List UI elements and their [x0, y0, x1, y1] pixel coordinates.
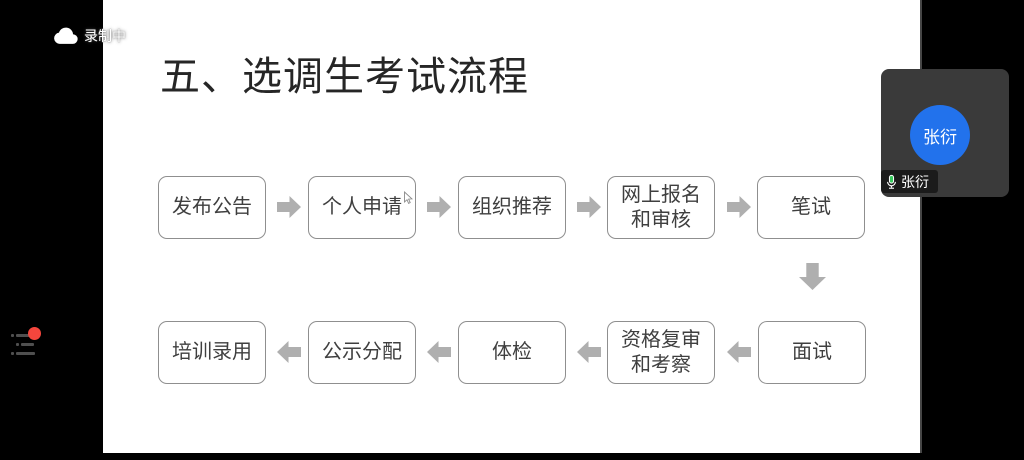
flow-step-personal-application: 个人申请: [308, 176, 416, 239]
cloud-recording-icon: [52, 27, 79, 45]
list-bullet: [11, 352, 14, 355]
arrow-right-icon: [727, 196, 751, 218]
list-line: [16, 334, 33, 337]
shared-slide: 五、选调生考试流程 发布公告 个人申请 组织推荐 网上报名 和审核 笔试: [103, 0, 922, 453]
unread-badge: [28, 327, 41, 340]
flow-step-label: 组织推荐: [472, 196, 552, 218]
mouse-cursor-icon: [403, 190, 414, 210]
slide-title: 五、选调生考试流程: [160, 55, 529, 99]
flow-step-label: 和审核: [631, 208, 691, 231]
flow-step-label: 发布公告: [172, 196, 252, 218]
arrow-down-icon: [799, 263, 826, 290]
flow-step-written-exam: 笔试: [757, 176, 865, 239]
list-line: [21, 343, 34, 346]
list-bullet: [16, 343, 19, 346]
participant-tile[interactable]: 张衍 张衍: [881, 69, 1009, 197]
arrow-left-icon: [727, 341, 751, 363]
recording-label: 录制中: [84, 28, 126, 44]
arrow-left-icon: [277, 341, 301, 363]
flow-step-qualification-review-inspection: 资格复审 和考察: [607, 321, 715, 384]
arrow-right-icon: [277, 196, 301, 218]
flow-step-physical-exam: 体检: [458, 321, 566, 384]
list-bullet: [11, 334, 14, 337]
avatar: 张衍: [910, 105, 970, 165]
flow-step-publish-announcement: 发布公告: [158, 176, 266, 239]
flow-step-label: 笔试: [791, 196, 831, 218]
arrow-left-icon: [577, 341, 601, 363]
flow-step-organization-recommendation: 组织推荐: [458, 176, 566, 239]
flow-step-online-registration-review: 网上报名 和审核: [607, 176, 715, 239]
message-list-button[interactable]: [9, 327, 45, 359]
flow-step-label: 个人申请: [322, 196, 402, 218]
flow-step-label: 资格复审: [621, 328, 701, 351]
flow-step-public-assignment: 公示分配: [308, 321, 416, 384]
flow-step-label: 面试: [792, 341, 832, 363]
flow-step-label: 培训录用: [172, 341, 252, 363]
flow-step-label: 公示分配: [322, 341, 402, 363]
list-line: [16, 352, 35, 355]
arrow-right-icon: [577, 196, 601, 218]
flow-step-label: 体检: [492, 341, 532, 363]
participant-name-bar: 张衍: [881, 170, 938, 193]
microphone-icon: [885, 174, 898, 190]
flow-step-label: 和考察: [631, 353, 691, 376]
flow-step-training-hiring: 培训录用: [158, 321, 266, 384]
arrow-left-icon: [427, 341, 451, 363]
participant-name: 张衍: [901, 173, 929, 190]
arrow-right-icon: [427, 196, 451, 218]
flow-step-interview: 面试: [758, 321, 866, 384]
flow-step-label: 网上报名: [621, 183, 701, 206]
recording-indicator[interactable]: 录制中: [52, 26, 126, 46]
